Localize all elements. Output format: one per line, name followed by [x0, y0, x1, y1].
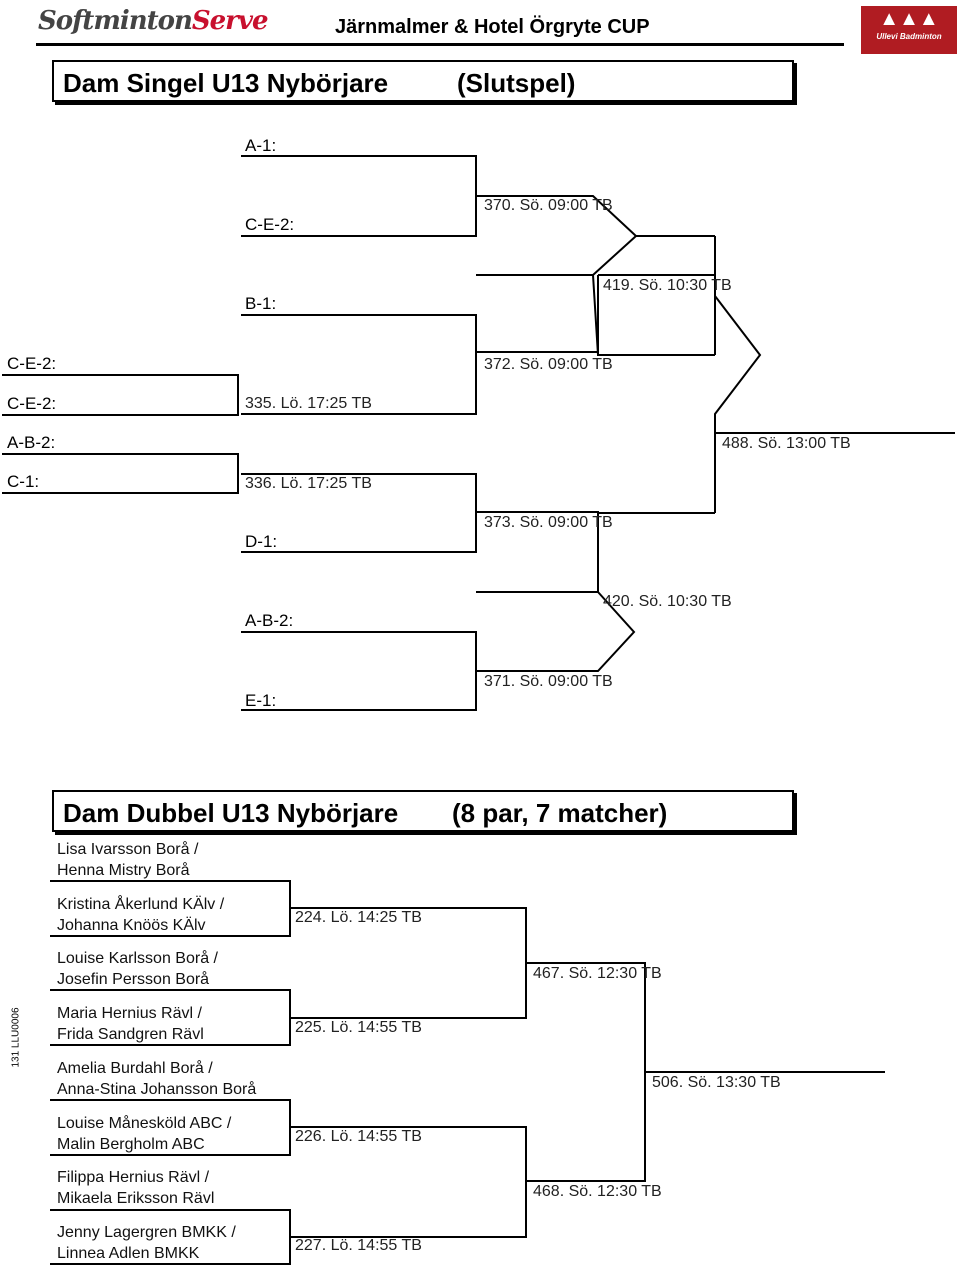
doubles-title-box: Dam Dubbel U13 Nybörjare (8 par, 7 match… — [52, 790, 794, 832]
ullevi-badminton-logo: ▲▲▲ Ullevi Badminton — [861, 6, 957, 54]
match-420: 420. Sö. 10:30 TB — [603, 593, 732, 610]
match-226: 226. Lö. 14:55 TB — [295, 1128, 422, 1145]
pair-3: Louise Karlsson Borå /Josefin Persson Bo… — [57, 950, 218, 988]
shuttlecock-icon: ▲▲▲ — [879, 8, 939, 30]
match-419: 419. Sö. 10:30 TB — [603, 277, 732, 294]
slot-a1: A-1: — [245, 136, 277, 155]
match-224: 224. Lö. 14:25 TB — [295, 909, 422, 926]
singles-subtitle: (Slutspel) — [457, 68, 576, 98]
pair-4: Maria Hernius Rävl /Frida Sandgren Rävl — [57, 1005, 204, 1043]
softminton-logo: SoftmintonServe — [38, 6, 269, 36]
pair-8: Jenny Lagergren BMKK /Linnea Adlen BMKK — [57, 1224, 236, 1262]
match-227: 227. Lö. 14:55 TB — [295, 1237, 422, 1254]
singles-title: Dam Singel U13 Nybörjare — [63, 68, 389, 98]
doubles-title: Dam Dubbel U13 Nybörjare — [63, 798, 399, 828]
slot-ab2-mid: A-B-2: — [245, 611, 294, 630]
slot-d1: D-1: — [245, 532, 278, 551]
pair-5: Amelia Burdahl Borå /Anna-Stina Johansso… — [57, 1060, 257, 1098]
pair-6: Louise Månesköld ABC /Malin Bergholm ABC — [57, 1115, 232, 1153]
slot-ce2-l2: C-E-2: — [7, 394, 57, 413]
slot-ce2-top: C-E-2: — [245, 215, 295, 234]
slot-c1: C-1: — [7, 472, 40, 491]
singles-title-box: Dam Singel U13 Nybörjare (Slutspel) — [52, 60, 794, 102]
match-488: 488. Sö. 13:00 TB — [722, 435, 851, 452]
pair-7: Filippa Hernius Rävl /Mikaela Eriksson R… — [57, 1169, 215, 1207]
match-225: 225. Lö. 14:55 TB — [295, 1019, 422, 1036]
match-370: 370. Sö. 09:00 TB — [484, 197, 613, 214]
match-336: 336. Lö. 17:25 TB — [245, 475, 372, 492]
match-506: 506. Sö. 13:30 TB — [652, 1074, 781, 1091]
slot-e1: E-1: — [245, 691, 277, 710]
header-rule — [36, 43, 844, 46]
match-371: 371. Sö. 09:00 TB — [484, 673, 613, 690]
match-373: 373. Sö. 09:00 TB — [484, 514, 613, 531]
slot-b1: B-1: — [245, 294, 277, 313]
match-468: 468. Sö. 12:30 TB — [533, 1183, 662, 1200]
match-467: 467. Sö. 12:30 TB — [533, 965, 662, 982]
match-372: 372. Sö. 09:00 TB — [484, 356, 613, 373]
match-335: 335. Lö. 17:25 TB — [245, 395, 372, 412]
slot-ce2-l1: C-E-2: — [7, 354, 57, 373]
pair-1: Lisa Ivarsson Borå /Henna Mistry Borå — [57, 841, 199, 879]
tournament-title: Järnmalmer & Hotel Örgryte CUP — [335, 16, 650, 38]
page-code: 131 LLU0006 — [10, 1007, 22, 1068]
doubles-subtitle: (8 par, 7 matcher) — [452, 798, 668, 828]
pair-2: Kristina Åkerlund KÄlv /Johanna Knöös KÄ… — [57, 896, 225, 934]
slot-ab2-left: A-B-2: — [7, 433, 56, 452]
